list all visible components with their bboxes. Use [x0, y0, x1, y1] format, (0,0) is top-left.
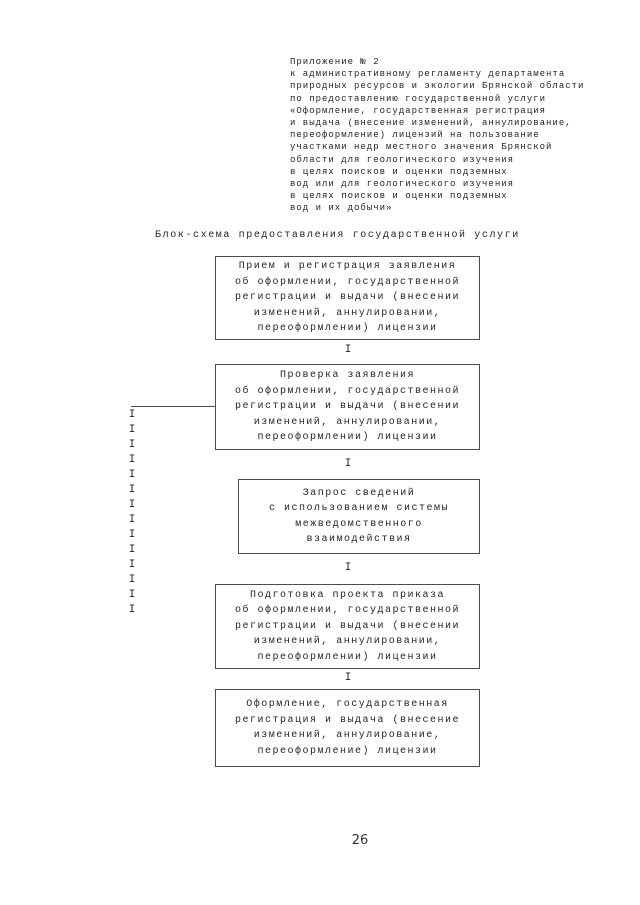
loop-connector-line — [131, 406, 215, 407]
flow-arrow-2: I — [344, 458, 352, 470]
flow-box-interagency-request: Запрос сведений с использованием системы… — [238, 479, 480, 554]
flow-box-draft-order: Подготовка проекта приказа об оформлении… — [215, 584, 480, 669]
flow-box-application-reception: Прием и регистрация заявления об оформле… — [215, 256, 480, 340]
loop-connector-column: I I I I I I I I I I I I I I — [128, 409, 136, 616]
page-number: 26 — [351, 833, 369, 848]
flow-arrow-1: I — [344, 344, 352, 356]
page-title: Блок-схема предоставления государственно… — [155, 230, 520, 241]
appendix-header-text: Приложение № 2 к административному регла… — [290, 57, 585, 214]
flow-arrow-3: I — [344, 562, 352, 574]
flow-box-license-issue: Оформление, государственная регистрация … — [215, 689, 480, 767]
flow-box-application-check: Проверка заявления об оформлении, госуда… — [215, 364, 480, 450]
flow-arrow-4: I — [344, 672, 352, 684]
